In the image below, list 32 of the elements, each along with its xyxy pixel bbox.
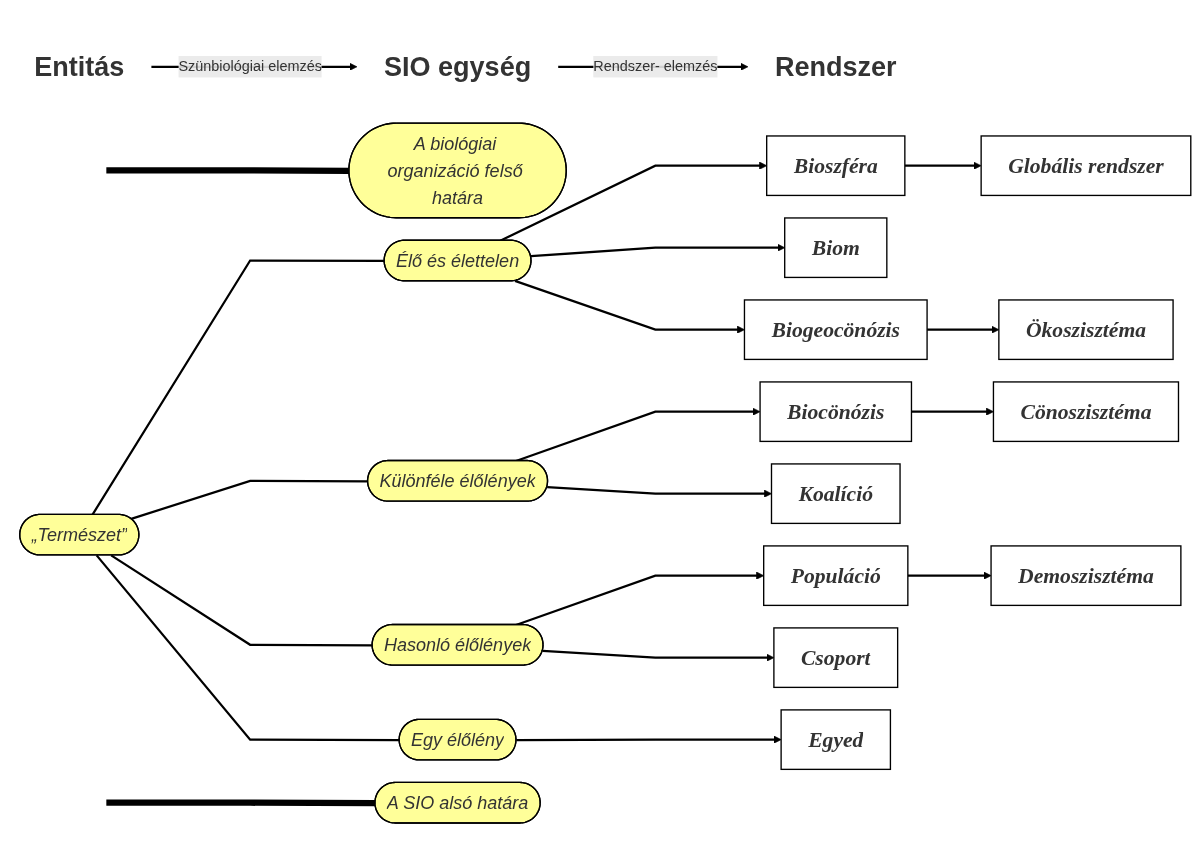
level-box: Globális rendszer (980, 135, 1192, 197)
connector (95, 554, 400, 742)
ellipse-node: Hasonló élőlények (371, 623, 544, 666)
connector (904, 161, 982, 170)
level-box: Biogeocönózis (743, 299, 928, 361)
connector (106, 799, 376, 807)
ellipse-node: Élő és élettelen (383, 239, 532, 282)
heading-label: Entitás (34, 51, 125, 82)
level-box: Egyed (780, 709, 892, 771)
connector (110, 554, 373, 647)
level-box: Biom (784, 217, 888, 279)
level-box: Demoszisztéma (990, 545, 1182, 607)
ellipse-node: A biológiai organizáció felső határa (348, 122, 567, 219)
level-box: Bioszféra (766, 135, 906, 197)
connector (91, 259, 385, 516)
ellipse-node: „Természet” (19, 513, 140, 556)
heading-label: Rendszer (774, 51, 897, 82)
connector (911, 407, 994, 416)
connector (106, 167, 350, 175)
connector (907, 571, 992, 580)
level-box: Biocönózis (759, 381, 913, 443)
ellipse-node: Különféle élőlények (366, 459, 549, 502)
level-box: Populáció (763, 545, 909, 607)
level-box: Koalíció (770, 463, 901, 525)
level-box: Ökoszisztéma (998, 299, 1174, 361)
heading-label: SIO egység (383, 51, 532, 82)
level-box: Csoport (773, 627, 899, 689)
connector (514, 279, 745, 334)
ellipse-node: A SIO alsó határa (374, 781, 541, 824)
connector (516, 735, 782, 744)
connector (547, 485, 772, 498)
level-box: Cönoszisztéma (992, 381, 1180, 443)
